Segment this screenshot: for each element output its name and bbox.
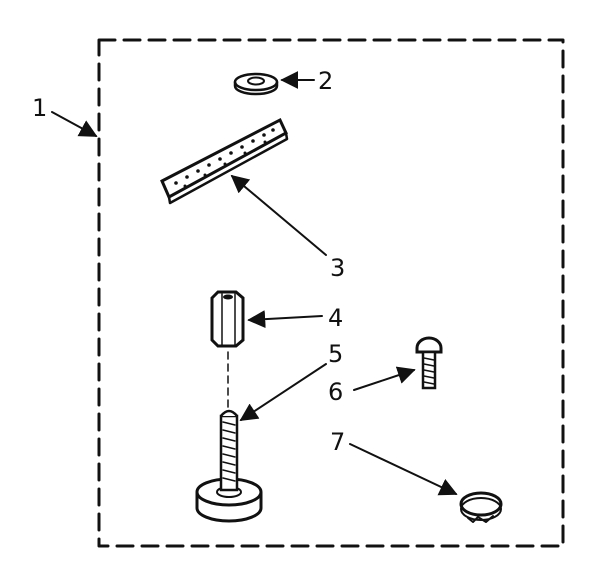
kit-boundary-frame [97, 38, 565, 548]
callout-5-leader [239, 363, 327, 421]
callout-3: 3 [230, 174, 345, 282]
callout-2-label: 2 [318, 67, 333, 95]
callout-5: 5 [239, 340, 343, 421]
clamp-ring [459, 491, 503, 523]
callout-2: 2 [280, 67, 333, 95]
callout-7-leader [349, 443, 458, 496]
screw [415, 336, 443, 390]
callout-3-leader [230, 174, 327, 256]
callout-7: 7 [330, 428, 458, 496]
callout-4-label: 4 [328, 304, 343, 332]
leveling-leg [195, 409, 263, 523]
callout-6-leader [353, 366, 416, 391]
callout-5-label: 5 [328, 340, 343, 368]
callout-6: 6 [328, 366, 416, 406]
hex-nut [210, 290, 245, 348]
callout-6-label: 6 [328, 378, 343, 406]
callout-4: 4 [247, 304, 343, 332]
washer [233, 72, 279, 96]
perforated-bracket [160, 117, 289, 205]
callout-7-label: 7 [330, 428, 345, 456]
callout-3-label: 3 [330, 254, 345, 282]
callout-4-leader [247, 310, 323, 329]
callout-1-leader [51, 111, 98, 137]
callout-1-label: 1 [32, 94, 47, 122]
callout-1: 1 [32, 94, 98, 137]
